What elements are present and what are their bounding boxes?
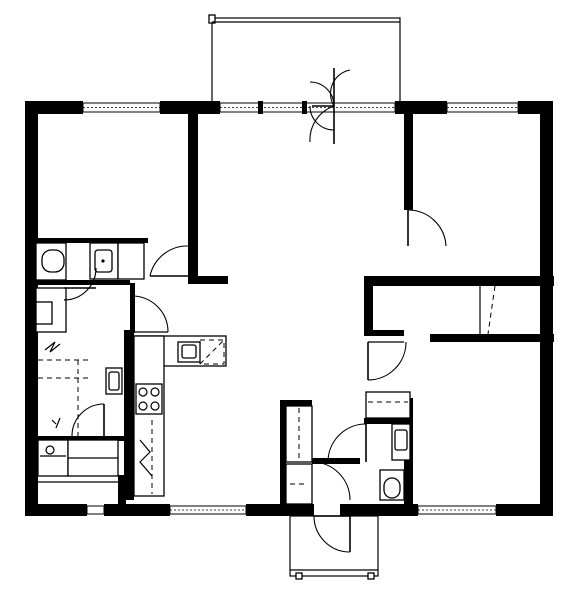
window-icon	[417, 505, 497, 515]
stove-icon	[135, 383, 163, 415]
bathroom-w	[35, 242, 145, 281]
toilet-bowl	[41, 249, 65, 273]
balcony	[208, 14, 401, 107]
door-swing-icon	[149, 245, 189, 277]
window-icon	[86, 505, 105, 515]
kitchen	[128, 335, 227, 497]
window-icon	[446, 102, 519, 113]
utility-room	[35, 267, 123, 483]
exterior-walls	[25, 101, 553, 516]
door-swing-icon	[407, 209, 447, 247]
entrance-hall	[280, 400, 360, 506]
balcony-door	[309, 68, 351, 144]
door-swing-icon	[131, 295, 169, 333]
wc-se	[327, 391, 411, 501]
porch-icon	[288, 504, 379, 580]
window-icon	[169, 505, 247, 515]
window-icon	[82, 102, 161, 113]
windows	[82, 101, 519, 515]
door-swing-icon	[367, 341, 407, 381]
window-icon	[219, 101, 396, 114]
